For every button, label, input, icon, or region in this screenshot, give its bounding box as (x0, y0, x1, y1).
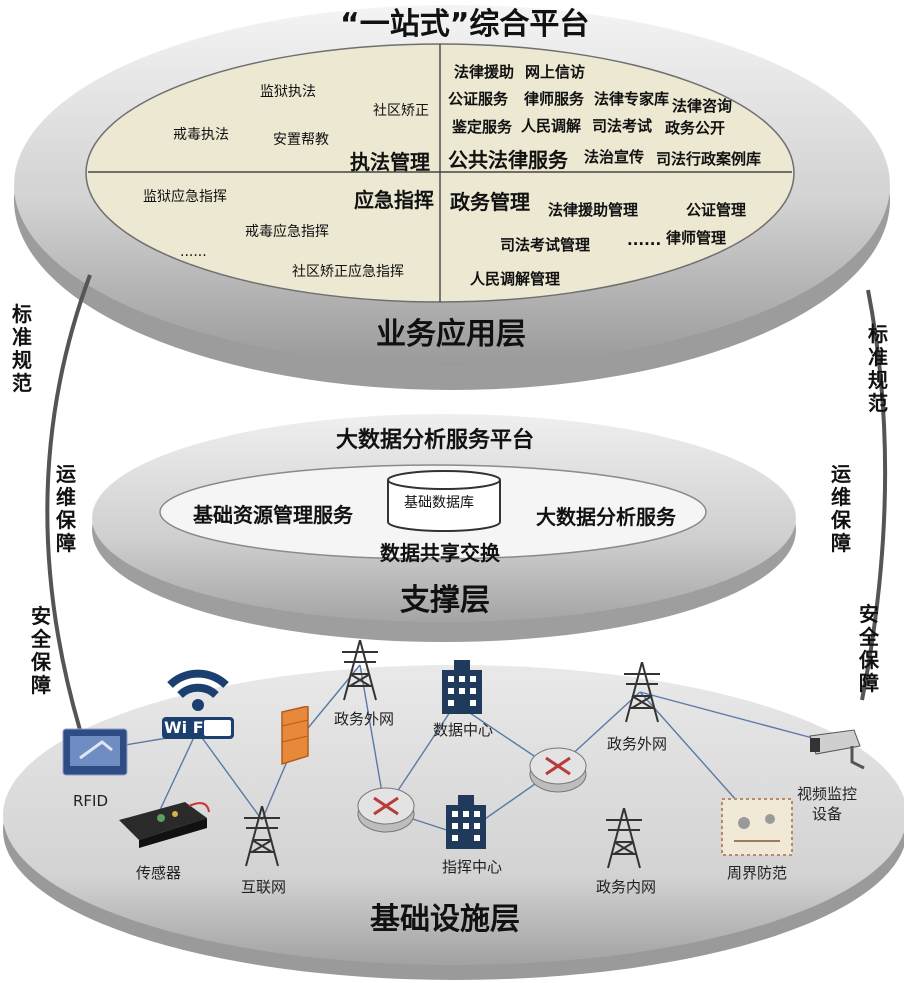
right-label-standards: 标准规范 (868, 322, 888, 415)
quadrant-item: 社区矫正应急指挥 (292, 264, 404, 280)
database-label: 基础数据库 (404, 495, 474, 511)
quadrant-item: 网上信访 (525, 63, 586, 81)
quadrant-item: 公证服务 (448, 90, 509, 108)
left-label-security: 安全保障 (31, 604, 51, 697)
rfid-icon (62, 728, 128, 776)
router-icon (357, 787, 415, 833)
left-arc (45, 274, 92, 731)
quadrant-item: 监狱应急指挥 (143, 189, 227, 205)
quadrant-item: 安置帮教 (273, 132, 329, 148)
quadrant-item: 法律援助 (454, 63, 515, 81)
gov-extranet-label: 政务外网 (334, 710, 395, 728)
gov-intranet-tower-icon (606, 808, 642, 869)
quadrant-item: 法律专家库 (594, 90, 670, 108)
left-service-label: 基础资源管理服务 (193, 503, 353, 527)
quadrant-item: 法治宣传 (584, 148, 645, 166)
quadrant-heading-emergency: 应急指挥 (354, 188, 434, 212)
right-arc (860, 289, 888, 701)
left-label-operations: 运维保障 (56, 462, 76, 555)
gov-extranet-label: 政务外网 (607, 735, 668, 753)
router-icon (529, 747, 587, 793)
quadrant-heading-law-enforcement: 执法管理 (350, 150, 430, 174)
top-platform-title: “一站式”综合平台 (340, 7, 590, 42)
left-label-standards: 标准规范 (12, 302, 32, 395)
quadrant-item: 人民调解管理 (470, 270, 561, 288)
gov-extranet-tower-icon (624, 662, 660, 723)
perimeter-label: 周界防范 (727, 864, 788, 882)
right-label-operations: 运维保障 (831, 462, 851, 555)
quadrant-item: 戒毒执法 (173, 127, 229, 143)
quadrant-heading-government-affairs: 政务管理 (450, 190, 530, 214)
middle-platform-title: 大数据分析服务平台 (336, 428, 535, 453)
video-monitor-label: 视频监控设备 (796, 785, 857, 823)
quadrant-item: 法律咨询 (672, 97, 733, 115)
firewall-icon (281, 706, 309, 766)
quadrant-item: 社区矫正 (373, 103, 429, 119)
quadrant-item: ...... (180, 244, 207, 260)
rfid-label: RFID (73, 792, 109, 810)
quadrant-item: 司法考试 (592, 117, 653, 135)
right-label-security: 安全保障 (859, 602, 879, 695)
sensor-icon (119, 802, 210, 848)
internet-tower-icon (244, 806, 280, 867)
internet-label: 互联网 (241, 878, 287, 896)
data-center-label: 数据中心 (433, 721, 494, 739)
video-camera-icon (809, 729, 865, 770)
perimeter-fence-icon (721, 798, 793, 856)
layer-label-business: 业务应用层 (376, 317, 526, 352)
sensor-label: 传感器 (136, 864, 182, 882)
quadrant-item: 监狱执法 (260, 84, 316, 100)
quadrant-item: 司法行政案例库 (656, 150, 762, 168)
wifi-label: Wi Fi (164, 718, 210, 737)
gov-extranet-tower-icon (342, 640, 378, 701)
wifi-icon (162, 669, 234, 739)
quadrant-item: 人民调解 (521, 117, 582, 135)
command-center-label: 指挥中心 (442, 858, 503, 876)
layer-label-support: 支撑层 (400, 583, 490, 618)
database-icon (387, 470, 501, 532)
quadrant-item: ...... (627, 231, 662, 249)
layer-label-infrastructure: 基础设施层 (370, 902, 520, 937)
quadrant-item: 公证管理 (686, 201, 747, 219)
quadrant-item: 戒毒应急指挥 (245, 224, 329, 240)
exchange-label: 数据共享交换 (380, 541, 500, 565)
command-center-building-icon (446, 795, 486, 849)
quadrant-item: 司法考试管理 (500, 236, 591, 254)
quadrant-item: 律师管理 (666, 229, 727, 247)
quadrant-item: 律师服务 (524, 90, 585, 108)
quadrant-item: 鉴定服务 (452, 118, 513, 136)
quadrant-item: 政务公开 (665, 119, 726, 137)
data-center-building-icon (442, 660, 482, 714)
quadrant-heading-public-legal: 公共法律服务 (448, 148, 568, 172)
right-service-label: 大数据分析服务 (536, 505, 676, 529)
gov-intranet-label: 政务内网 (596, 878, 657, 896)
quadrant-item: 法律援助管理 (548, 201, 639, 219)
